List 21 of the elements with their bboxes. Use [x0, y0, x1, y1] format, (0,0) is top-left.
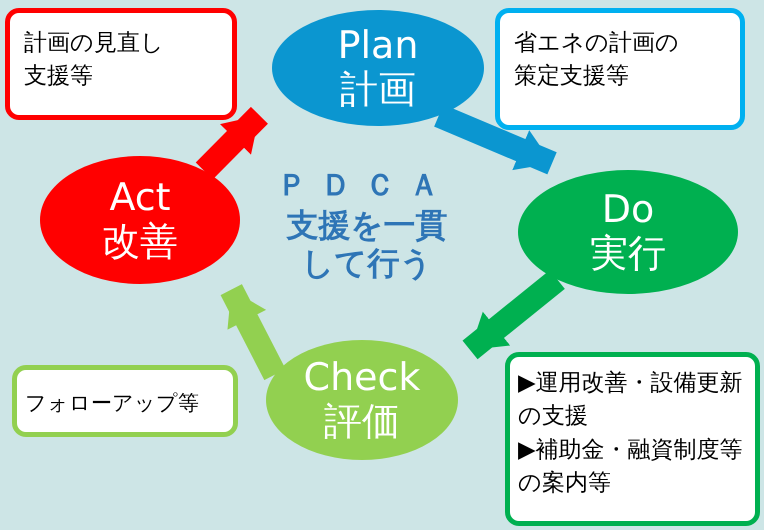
- phase-label: 評価: [324, 400, 400, 444]
- block-arrow: [196, 106, 268, 180]
- phase-label: 実行: [590, 232, 666, 276]
- block-arrow: [220, 284, 286, 380]
- center-title: ＰＤＣＡ: [276, 168, 454, 204]
- callout-box: [495, 8, 745, 130]
- callout-text: 計画の見直し支援等: [24, 29, 165, 92]
- phase-label: Check: [304, 356, 420, 400]
- phase-label: 改善: [102, 220, 178, 264]
- phase-label: Act: [109, 176, 171, 220]
- callout-text: ▶補助金・融資制度等の案内等: [518, 436, 744, 498]
- phase-label: Plan: [338, 24, 418, 68]
- callout-box: [5, 8, 237, 120]
- center-text: 支援を一貫して行う: [285, 206, 448, 283]
- callout-text: ▶運用改善・設備更新の支援: [518, 369, 744, 432]
- callout-box: [505, 352, 760, 526]
- callout-box: [12, 365, 238, 437]
- callout-text: フォローアップ等: [25, 390, 200, 417]
- phase-label: Do: [602, 188, 654, 232]
- phase-label: 計画: [340, 68, 416, 112]
- callout-text: 省エネの計画の策定支援等: [514, 29, 680, 92]
